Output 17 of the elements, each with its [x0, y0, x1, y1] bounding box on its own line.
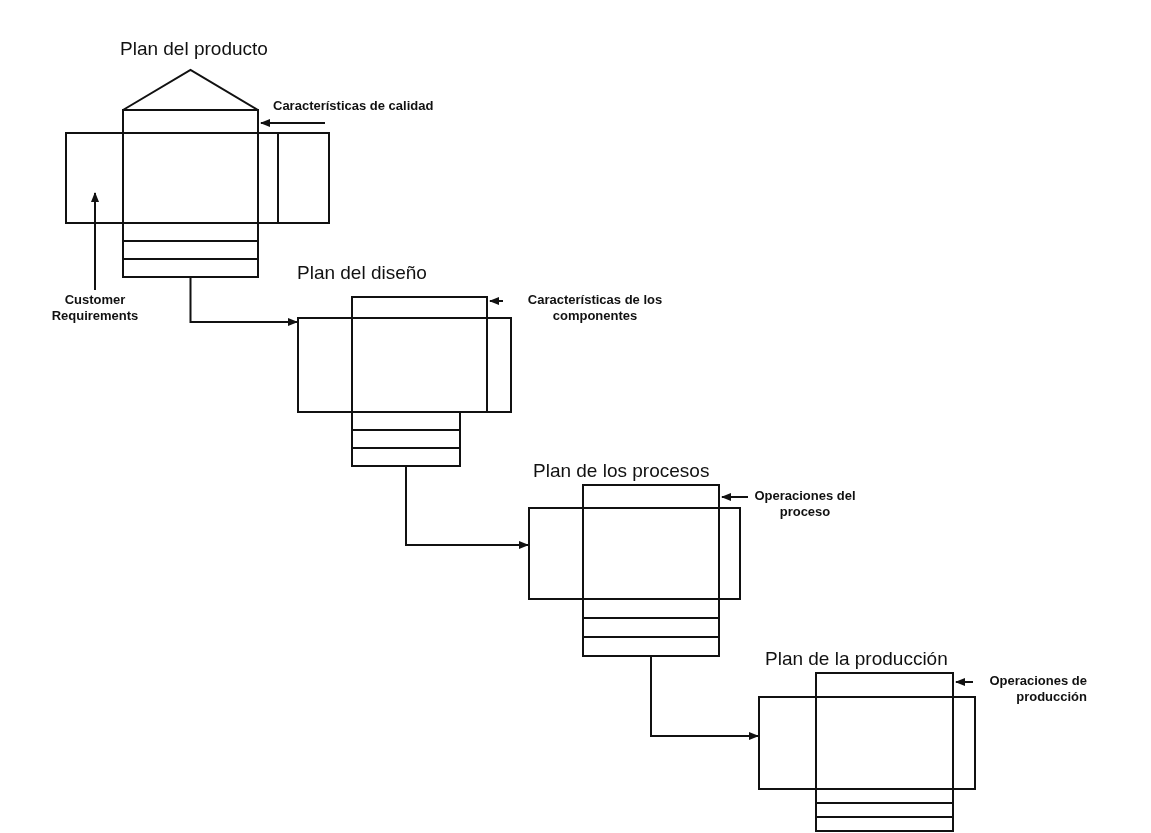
- callout-text: Customer Requirements: [45, 292, 145, 324]
- callout-text: Características de los componentes: [505, 292, 685, 324]
- leader-line: [489, 297, 504, 305]
- matrix-title: Plan del producto: [120, 38, 268, 60]
- callout-text: Operaciones del proceso: [750, 488, 860, 520]
- leader-line: [260, 119, 326, 127]
- callout-text: Características de calidad: [273, 98, 463, 114]
- leader-line: [91, 192, 99, 291]
- callout-text: Operaciones de producción: [975, 673, 1087, 705]
- leader-line: [955, 678, 974, 686]
- flow-arrow: [405, 465, 529, 549]
- matrix-title: Plan del diseño: [297, 262, 427, 284]
- leader-line: [721, 493, 749, 501]
- flow-arrow: [189, 276, 298, 326]
- matrix-title: Plan de la producción: [765, 648, 948, 670]
- flow-arrow: [650, 655, 759, 740]
- matrix-title: Plan de los procesos: [533, 460, 710, 482]
